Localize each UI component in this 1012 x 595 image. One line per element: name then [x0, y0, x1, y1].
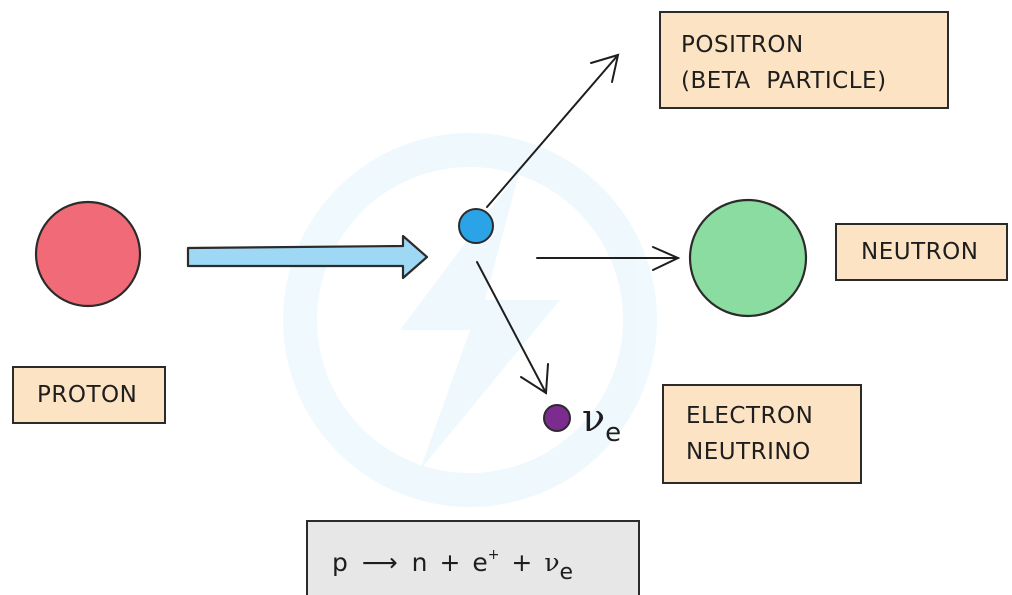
positron-arrow	[486, 53, 620, 208]
equation-proton: p	[332, 548, 348, 577]
decay-equation: p ⟶ n + e+ + νe	[306, 520, 640, 595]
neutron-label-text: NEUTRON	[861, 239, 979, 265]
neutrino-particle	[543, 404, 571, 432]
equation-neutron: n	[411, 548, 428, 577]
equation-positron-charge: +	[487, 547, 500, 563]
neutrino-symbol-subscript: e	[605, 418, 622, 448]
positron-label-line2: (BETA PARTICLE)	[681, 68, 887, 94]
neutrino-label-line1: ELECTRON	[686, 403, 814, 429]
equation-neutrino-subscript: e	[559, 560, 574, 585]
equation-positron: e+	[472, 547, 500, 577]
equation-plus-1: +	[439, 548, 461, 577]
equation-positron-e: e	[472, 548, 488, 577]
equation-plus-2: +	[511, 548, 533, 577]
neutrino-symbol: νe	[582, 396, 622, 448]
neutron-particle	[688, 198, 808, 318]
neutron-arrow	[536, 246, 681, 271]
proton-label: PROTON	[12, 366, 166, 424]
neutrino-label-line2: NEUTRINO	[686, 439, 811, 465]
equation-arrow: ⟶	[361, 548, 398, 577]
equation-neutrino: νe	[544, 548, 573, 585]
neutron-label: NEUTRON	[835, 223, 1008, 281]
electron-neutrino-label: ELECTRON NEUTRINO	[662, 384, 862, 484]
positron-label-line1: POSITRON	[681, 32, 804, 58]
positron-particle	[458, 208, 494, 244]
neutrino-symbol-nu: ν	[582, 396, 606, 440]
equation-neutrino-nu: ν	[544, 548, 560, 577]
watermark-logo	[283, 133, 657, 507]
positron-label: POSITRON (BETA PARTICLE)	[659, 11, 949, 109]
proton-label-text: PROTON	[37, 382, 138, 408]
proton-particle	[34, 200, 142, 308]
neutrino-arrow	[476, 261, 549, 395]
incoming-arrow	[186, 234, 429, 280]
